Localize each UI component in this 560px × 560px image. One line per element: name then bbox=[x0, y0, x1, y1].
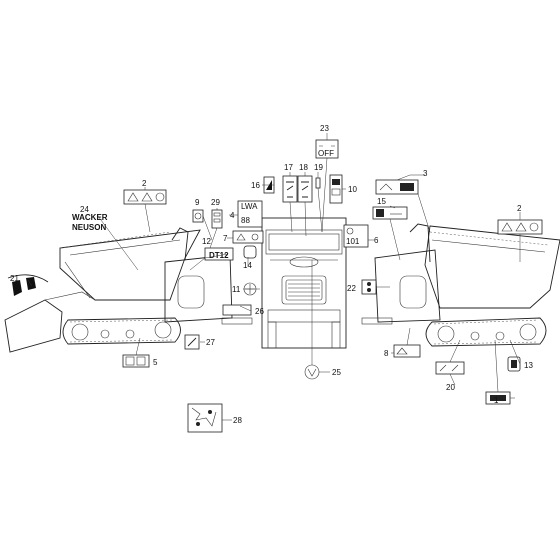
callout-23: 23 bbox=[320, 124, 329, 133]
callout-9: 9 bbox=[195, 198, 200, 207]
callout-4: 4 bbox=[230, 211, 235, 220]
callout-1: 1 bbox=[494, 396, 499, 405]
callout-27: 27 bbox=[206, 338, 215, 347]
callout-24: 24 bbox=[80, 205, 89, 214]
callout-15: 15 bbox=[377, 197, 386, 206]
callout-26: 26 bbox=[255, 307, 264, 316]
callout-7: 7 bbox=[223, 234, 228, 243]
left-dumper-side-view: WACKER NEUSON DT12 bbox=[4, 189, 253, 433]
decal-23-off-text: OFF bbox=[318, 149, 334, 158]
callout-11: 11 bbox=[232, 285, 241, 294]
decal-4-lwa-label: LWA bbox=[241, 202, 258, 211]
right-dumper-side-view bbox=[361, 179, 560, 405]
callout-5: 5 bbox=[153, 358, 158, 367]
callout-2-left: 2 bbox=[142, 179, 147, 188]
callout-6: 6 bbox=[374, 236, 379, 245]
callout-numbers: 1 2 2 3 4 5 6 7 8 9 10 11 12 13 14 15 16… bbox=[10, 124, 533, 425]
callout-16: 16 bbox=[251, 181, 260, 190]
callout-2-right: 2 bbox=[517, 204, 522, 213]
callout-19: 19 bbox=[314, 163, 323, 172]
decal-4-lwa-value: 88 bbox=[241, 216, 250, 225]
callout-20: 20 bbox=[446, 383, 455, 392]
callout-8: 8 bbox=[384, 349, 389, 358]
callout-12: 12 bbox=[202, 237, 211, 246]
callout-25: 25 bbox=[332, 368, 341, 377]
callout-17: 17 bbox=[284, 163, 293, 172]
center-front-view: OFF LWA 88 101 bbox=[232, 139, 369, 380]
callout-28: 28 bbox=[233, 416, 242, 425]
leader-lines bbox=[27, 133, 521, 421]
callout-18: 18 bbox=[299, 163, 308, 172]
callout-3: 3 bbox=[423, 169, 428, 178]
callout-14: 14 bbox=[243, 261, 252, 270]
logo-text-line1: WACKER bbox=[72, 213, 108, 222]
callout-29: 29 bbox=[211, 198, 220, 207]
logo-text-line2: NEUSON bbox=[72, 223, 106, 232]
callout-21: 21 bbox=[10, 274, 19, 283]
callout-10: 10 bbox=[348, 185, 357, 194]
callout-13: 13 bbox=[524, 361, 533, 370]
decal-6-lwa-value: 101 bbox=[346, 237, 360, 246]
callout-22: 22 bbox=[347, 284, 356, 293]
